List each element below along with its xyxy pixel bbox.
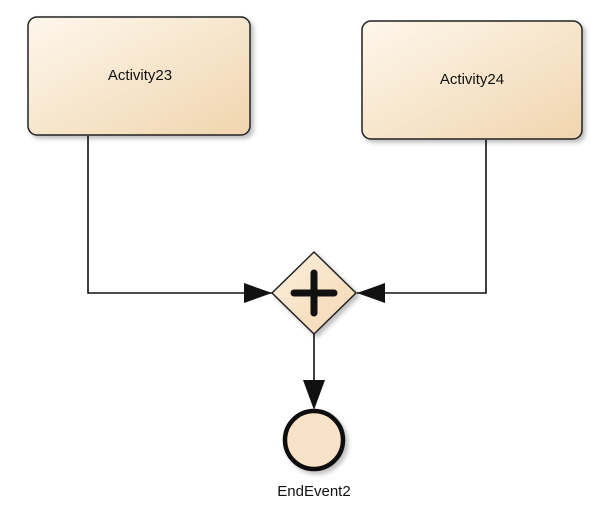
end-event[interactable]: EndEvent2 xyxy=(277,408,351,500)
arrowhead-left-icon xyxy=(244,283,272,303)
activity-24-box[interactable] xyxy=(361,20,583,140)
activity-23-label: Activity23 xyxy=(108,67,172,84)
arrowhead-right-icon xyxy=(357,283,385,303)
end-event-label: EndEvent2 xyxy=(277,483,350,500)
plus-icon xyxy=(290,269,338,317)
flow-activity24-to-gateway[interactable] xyxy=(357,140,487,294)
parallel-gateway[interactable] xyxy=(270,250,358,336)
activity-23[interactable]: Activity23 xyxy=(27,16,251,136)
flow-activity23-to-gateway[interactable] xyxy=(87,136,272,294)
activity-24-label: Activity24 xyxy=(440,71,504,88)
activity-24[interactable]: Activity24 xyxy=(361,20,583,140)
activity-23-box[interactable] xyxy=(27,16,251,136)
end-event-circle[interactable] xyxy=(282,408,346,472)
arrowhead-down-icon xyxy=(303,380,325,410)
